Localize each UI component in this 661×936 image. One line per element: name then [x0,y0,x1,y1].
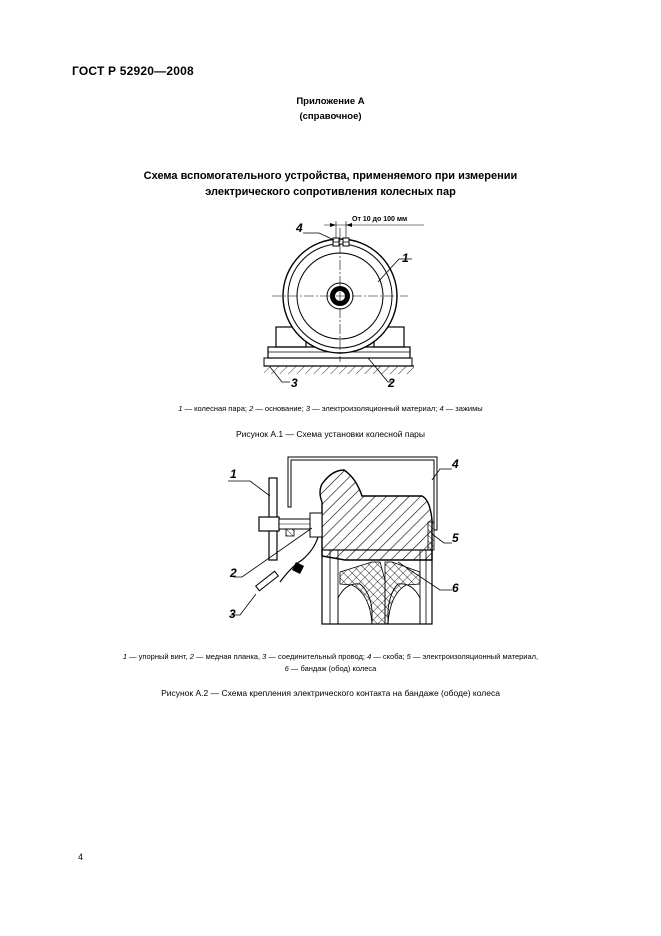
fig1-label-4: 4 [295,221,303,235]
title-line-1: Схема вспомогательного устройства, приме… [143,170,518,182]
insulation-pad-right [427,521,435,551]
fig1-label-2: 2 [387,376,395,390]
fig1-label-1: 1 [402,251,409,265]
figure-a2-legend: 1 — упорный винт, 2 — медная планка, 3 —… [0,651,661,675]
fig2-label-5: 5 [452,531,459,545]
appendix-label: Приложение А [296,96,365,107]
bracket-staple [287,456,438,531]
figure-a1-drawing: От 10 до 100 мм 4 1 3 2 [263,216,424,390]
ground-hatch [264,366,414,374]
figure-a2-caption: Рисунок А.2 — Схема крепления электричес… [161,688,500,698]
document-header: ГОСТ Р 52920—2008 [72,64,194,78]
fig2-label-6: 6 [452,581,459,595]
fig2-label-2: 2 [229,566,237,580]
fig2-label-3: 3 [229,607,236,621]
appendix-heading: Приложение А (справочное) [0,94,661,124]
fig2-label-1: 1 [230,467,237,481]
appendix-title: Схема вспомогательного устройства, приме… [0,168,661,200]
appendix-type: (справочное) [299,111,362,122]
wheel-lower [321,549,433,625]
dimension-label: От 10 до 100 мм [352,216,407,223]
figure-a2-legend-line-2: 6 — бандаж (обод) колеса [284,664,377,673]
figure-a2-legend-line-1: 1 — упорный винт, 2 — медная планка, 3 —… [122,652,539,661]
figure-a1-legend: 1 — колесная пара; 2 — основание; 3 — эл… [178,404,483,413]
connecting-wire [279,536,319,583]
page-number: 4 [78,852,84,862]
stop-screw [258,477,311,561]
figure-a1-caption: Рисунок А.1 — Схема установки колесной п… [235,429,426,439]
dimension-line [324,221,424,238]
fig1-label-3: 3 [291,376,298,390]
copper-plate [309,512,323,538]
figure-a2-drawing: 1 2 3 4 5 6 [228,456,459,625]
title-line-2: электрического сопротивления колесных па… [205,186,456,198]
tire-rim-profile [319,469,433,561]
fig2-label-4: 4 [451,457,459,471]
